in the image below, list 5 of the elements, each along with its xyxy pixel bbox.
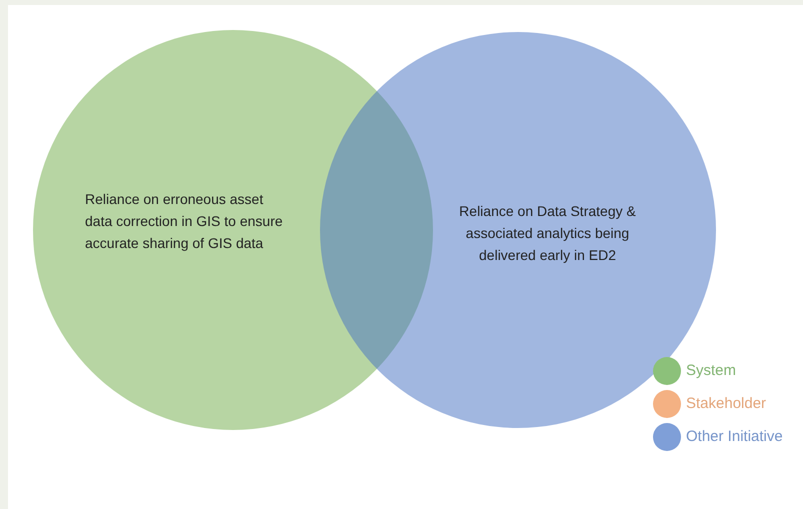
legend-label: System (686, 362, 736, 379)
legend-label: Stakeholder (686, 395, 766, 412)
venn-label: Reliance on Data Strategy & associated analytics being delivered early in ED2 (458, 202, 637, 265)
venn-label: Reliance on erroneous asset data correction in GIS to ensure accurate sharing of GIS data (85, 190, 284, 253)
legend-label: Other Initiative (686, 428, 783, 445)
